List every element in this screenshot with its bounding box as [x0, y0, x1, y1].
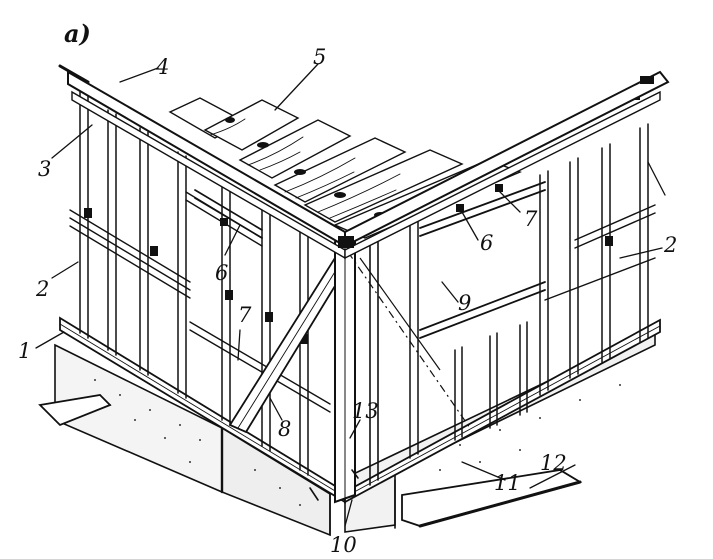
- leader-lines: [35, 63, 666, 527]
- callout-1: 1: [18, 339, 31, 363]
- callout-5: 5: [313, 45, 326, 69]
- callout-8: 8: [278, 417, 291, 441]
- callout-12: 12: [540, 451, 567, 475]
- callout-7-right: 7: [524, 207, 538, 231]
- callout-7-left: 7: [238, 303, 252, 327]
- left-wall: [69, 91, 331, 476]
- callout-4: 4: [155, 55, 169, 79]
- callout-9: 9: [458, 291, 471, 315]
- figure-label: a): [64, 19, 91, 48]
- top-plate-left: [58, 64, 346, 260]
- foundation: [38, 328, 656, 537]
- callout-2-left: 2: [35, 277, 49, 301]
- labels: a) 4 5 3 2 2 6 6 7 7 9 1 8 13 11 12 10: [18, 19, 677, 557]
- top-plate-right: [338, 70, 670, 260]
- callout-6-right: 6: [480, 231, 493, 255]
- diagonal-brace: [228, 248, 354, 434]
- callout-10: 10: [330, 533, 357, 557]
- callout-13: 13: [352, 399, 379, 423]
- callout-6-left: 6: [215, 261, 228, 285]
- callout-2-right: 2: [663, 233, 677, 257]
- base-anchors: [309, 469, 359, 501]
- callout-11: 11: [494, 471, 521, 495]
- corner-post: [334, 230, 379, 504]
- right-wall: [347, 92, 656, 459]
- bottom-plate: [59, 316, 661, 504]
- callout-3: 3: [38, 157, 51, 181]
